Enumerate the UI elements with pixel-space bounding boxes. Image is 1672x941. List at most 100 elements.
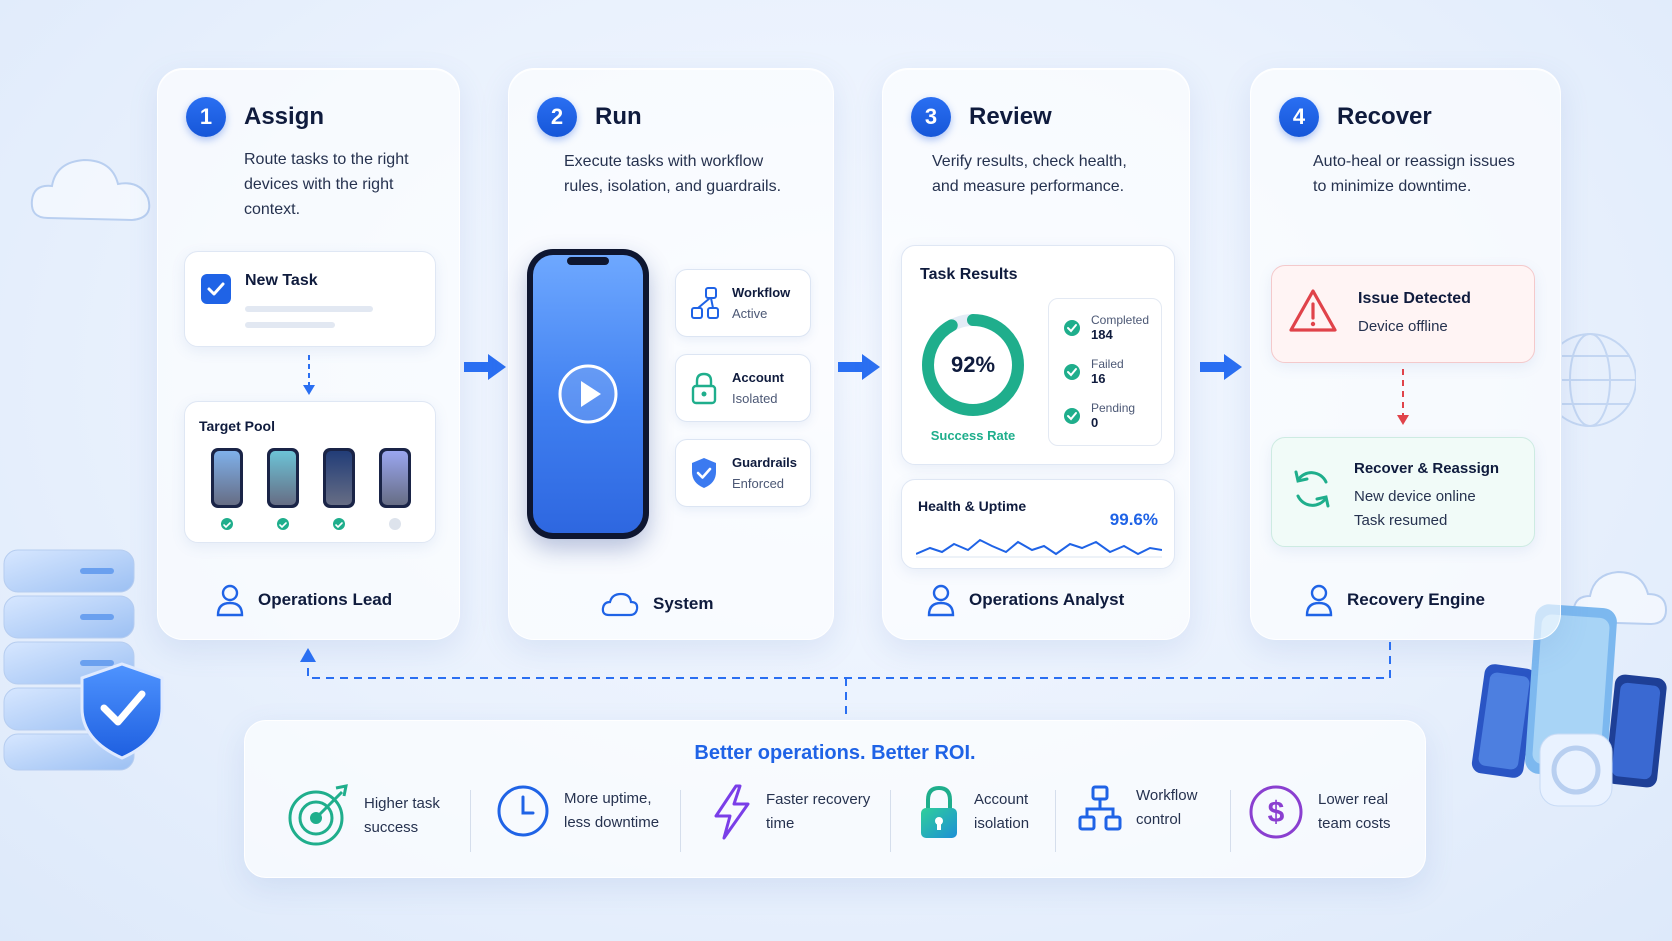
benefit-divider — [1230, 790, 1231, 852]
cloud-icon — [601, 592, 639, 617]
cloud-left-icon — [30, 158, 151, 222]
step-number: 3 — [911, 97, 951, 137]
health-uptime-title: Health & Uptime — [918, 498, 1027, 514]
step-number: 4 — [1279, 97, 1319, 137]
step-description: Execute tasks with workflow rules, isola… — [564, 153, 782, 195]
checkbox-checked-icon[interactable] — [201, 274, 231, 304]
step-card-run: 2 Run Execute tasks with workflow rules,… — [508, 68, 834, 640]
svg-text:$: $ — [1268, 796, 1285, 829]
donut-arc — [922, 314, 1024, 416]
server-stack-icon — [3, 549, 164, 771]
step-card-assign: 1 Assign Route tasks to the right device… — [157, 68, 460, 640]
health-uptime-panel: Health & Uptime 99.6% — [901, 479, 1175, 569]
role-system: System — [601, 591, 713, 617]
uptime-sparkline — [916, 538, 1162, 558]
clock-icon — [497, 785, 549, 837]
benefit-divider — [680, 790, 681, 852]
dashed-arrow-down-icon — [1397, 369, 1409, 425]
benefits-headline: Better operations. Better ROI. — [694, 742, 976, 764]
warning-icon — [1289, 289, 1337, 332]
lock-icon — [691, 372, 717, 405]
new-task-label: New Task — [245, 272, 318, 289]
device-row — [199, 448, 423, 534]
flow-arrow-icon — [838, 354, 880, 380]
refresh-icon — [1294, 470, 1330, 508]
user-icon — [927, 584, 955, 617]
device-ready-check-icon — [277, 518, 289, 530]
workflow-icon — [691, 287, 719, 319]
chip-workflow: Workflow Active — [675, 269, 811, 337]
user-icon — [216, 584, 244, 617]
step-number: 1 — [186, 97, 226, 137]
run-chips: Workflow Active Account Isolated Guardra… — [675, 269, 811, 509]
check-circle-icon — [1064, 408, 1080, 424]
benefit-divider — [890, 790, 891, 852]
issue-subtitle: Device offline — [1358, 318, 1448, 335]
target-icon — [288, 784, 348, 846]
step-title: Run — [595, 103, 642, 130]
flow-arrow-icon — [464, 354, 506, 380]
feedback-loop-line — [300, 642, 1391, 718]
device-ready-check-icon — [221, 518, 233, 530]
dollar-icon: $ — [1249, 785, 1303, 839]
role-operations-lead: Operations Lead — [216, 583, 392, 617]
issue-detected-panel[interactable]: Issue Detected Device offline — [1271, 265, 1535, 363]
phone-mockup — [527, 249, 649, 539]
role-recovery-engine: Recovery Engine — [1305, 583, 1485, 617]
check-circle-icon — [1064, 364, 1080, 380]
uptime-value: 99.6% — [1109, 510, 1158, 529]
step-description: Verify results, check health, and measur… — [932, 153, 1127, 195]
flow-arrow-icon — [1200, 354, 1242, 380]
success-rate-label: Success Rate — [930, 428, 1016, 443]
benefits-panel — [244, 720, 1426, 878]
success-rate-donut — [922, 314, 1024, 416]
step-description: Route tasks to the right devices with th… — [244, 151, 409, 218]
play-button-icon[interactable] — [557, 363, 619, 425]
cloud-right-icon — [1572, 570, 1668, 626]
shield-icon — [692, 458, 716, 488]
device-phone-icon[interactable] — [379, 448, 411, 508]
step-card-recover: 4 Recover Auto-heal or reassign issues t… — [1250, 68, 1561, 640]
device-idle-dot-icon — [389, 518, 401, 530]
device-phone-icon[interactable] — [211, 448, 243, 508]
recover-reassign-panel[interactable]: Recover & Reassign New device online Tas… — [1271, 437, 1535, 547]
user-icon — [1305, 584, 1333, 617]
chip-account: Account Isolated — [675, 354, 811, 422]
role-operations-analyst: Operations Analyst — [927, 583, 1124, 617]
step-card-review: 3 Review Verify results, check health, a… — [882, 68, 1190, 640]
step-title: Recover — [1337, 103, 1432, 130]
step-description: Auto-heal or reassign issues to minimize… — [1313, 153, 1515, 195]
workflow-icon — [1078, 785, 1122, 831]
device-ready-check-icon — [333, 518, 345, 530]
recover-line: New device online — [1354, 488, 1476, 505]
step-number: 2 — [537, 97, 577, 137]
recover-line: Task resumed — [1354, 512, 1448, 529]
device-phone-icon[interactable] — [267, 448, 299, 508]
globe-icon — [1562, 333, 1636, 427]
check-circle-icon — [1064, 320, 1080, 336]
benefit-divider — [470, 790, 471, 852]
step-title: Assign — [244, 103, 325, 130]
lightning-icon — [714, 784, 750, 840]
dashed-arrow-down-icon — [303, 355, 315, 395]
target-pool-panel: Target Pool — [184, 401, 436, 543]
target-pool-label: Target Pool — [199, 418, 275, 434]
placeholder-line — [245, 322, 335, 328]
placeholder-line — [245, 306, 373, 312]
issue-title: Issue Detected — [1358, 290, 1471, 307]
benefit-more-uptime: More uptime,less downtime — [496, 784, 659, 838]
recover-title: Recover & Reassign — [1354, 460, 1500, 477]
device-phone-icon[interactable] — [323, 448, 355, 508]
benefit-divider — [1055, 790, 1056, 852]
new-task-panel[interactable]: New Task — [184, 251, 436, 347]
